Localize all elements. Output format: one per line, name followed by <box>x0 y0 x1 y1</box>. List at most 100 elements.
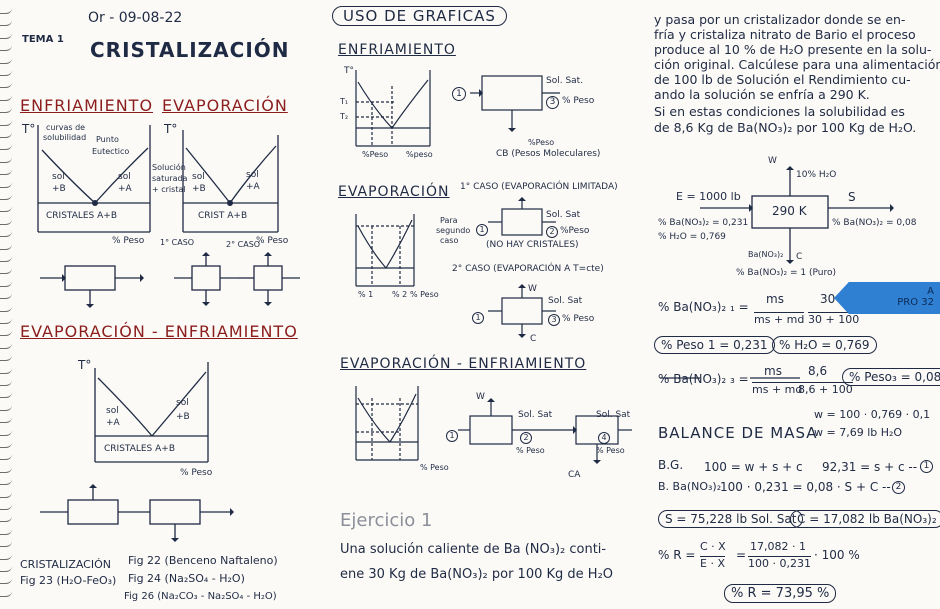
legend-fig22: Fig 22 (Benceno Naftaleno) <box>128 554 278 567</box>
w-calc2: w = 7,69 lb H₂O <box>814 426 903 439</box>
heading-uso-graficas: USO DE GRAFICAS <box>332 6 507 26</box>
para-label: Para <box>440 216 458 225</box>
d-e-h2o: % H₂O = 0,769 <box>658 232 726 242</box>
v-x1: % 1 <box>358 290 374 299</box>
g1-eutectico: Eutectico <box>92 147 130 156</box>
binding-coil <box>0 244 12 250</box>
binding-coil <box>0 355 12 362</box>
binding-coil <box>0 492 12 498</box>
g1-saturada: saturada <box>152 174 188 183</box>
problem-p2: fría y cristaliza nitrato de Bario el pr… <box>654 27 916 42</box>
bg-eq2: 92,31 = s + c -- <box>822 460 918 474</box>
problem-p3: produce al 10 % de H₂O presente en la so… <box>654 42 932 57</box>
binding-coil <box>0 454 12 461</box>
caso1-title: 1° CASO (EVAPORACIÓN LIMITADA) <box>460 182 618 192</box>
e-cb-peso: %Peso <box>528 138 555 147</box>
binding-coil <box>0 157 12 163</box>
binding-coil <box>0 417 12 424</box>
binding-coil <box>0 45 12 52</box>
v-peso: %Peso <box>560 226 590 236</box>
eq1-den2: 30 + 100 <box>808 312 860 326</box>
binding-coil <box>0 33 12 39</box>
problem-p5: de 100 lb de Solución el Rendimiento cu- <box>654 72 911 87</box>
r-lhs: % R = <box>658 548 696 562</box>
bg-eq-number: 1 <box>920 460 933 473</box>
e-stream-3: 3 <box>546 96 559 109</box>
heading-enfriamiento: ENFRIAMIENTO <box>20 96 154 115</box>
binding-coil <box>0 206 12 213</box>
g2-caso2: 2° CASO <box>226 240 261 249</box>
r-num: C · X <box>700 540 726 553</box>
binding-coil <box>0 566 12 572</box>
eq3-num: ms <box>764 364 782 378</box>
binding-coil <box>0 343 12 349</box>
e-stream-1: 1 <box>452 87 466 101</box>
tab-line-1: A <box>927 286 934 297</box>
problem-p7: Si en estas condiciones la solubilidad e… <box>654 104 905 119</box>
c2-peso: % Peso <box>562 314 595 324</box>
binding-coil <box>0 318 12 324</box>
g1-plus-a: +A <box>118 184 132 194</box>
binding-coil <box>0 392 12 399</box>
g1-cristales: CRISTALES A+B <box>46 211 118 221</box>
v-stream-2: 2 <box>546 226 558 238</box>
c2-solsat: Sol. Sat <box>548 296 583 306</box>
binding-coil <box>0 554 12 560</box>
eq3-lhs: % Ba(NO₃)₂ ₃ = <box>658 372 749 386</box>
binding-coil <box>0 256 12 262</box>
binding-coil <box>0 281 12 287</box>
bb-eq-number: 2 <box>892 481 905 494</box>
eq3-den2: 8,6 + 100 <box>798 382 853 396</box>
binding-coil <box>0 529 12 535</box>
g3-plus-b: +B <box>176 412 190 422</box>
heading-evap-enf: EVAPORACIÓN - ENFRIAMIENTO <box>20 322 298 341</box>
problem-p6: ando la solución se enfría a 290 K. <box>654 87 870 102</box>
pill-peso3: % Peso₃ = 0,08 <box>842 368 940 386</box>
ee-solsat2: Sol. Sat <box>596 410 631 420</box>
segundo-label: segundo <box>436 226 471 235</box>
ee-stream-4: 4 <box>598 432 610 444</box>
e-x1-label: %Peso <box>362 150 389 159</box>
r-eq: = <box>736 548 747 562</box>
pill-h2o: % H₂O = 0,769 <box>772 336 877 354</box>
ee-solsat1: Sol. Sat <box>518 410 553 420</box>
binding-coil <box>0 8 12 14</box>
v-x3: % Peso <box>410 290 439 299</box>
binding-coil <box>0 144 12 151</box>
g1-t-axis-label: T° <box>22 122 36 136</box>
e-peso3: % Peso <box>562 96 595 106</box>
binding-coil <box>0 306 12 312</box>
g3-cristales: CRISTALES A+B <box>104 444 176 454</box>
e-t-label: T° <box>344 66 354 76</box>
binding-coil <box>0 430 12 436</box>
bg-lhs: B.G. <box>658 458 684 472</box>
binding-coil <box>0 293 12 300</box>
binding-coil <box>0 132 12 138</box>
ee-peso2: % Peso <box>516 446 545 455</box>
g1-curvas: curvas de <box>46 123 86 132</box>
binding-coil <box>0 591 12 597</box>
binding-coil <box>0 380 12 386</box>
v-solsat: Sol. Sat <box>546 210 581 220</box>
g2-t-axis-label: T° <box>164 122 178 136</box>
binding-coil <box>0 467 12 473</box>
bg-eq: 100 = w + s + c <box>704 460 803 474</box>
binding-coil <box>0 442 12 448</box>
binding-coil <box>0 95 12 101</box>
binding-coil <box>0 516 12 523</box>
legend-cristalizacion: CRISTALIZACIÓN <box>20 558 111 571</box>
d-e-ba: % Ba(NO₃)₂ = 0,231 <box>658 218 749 228</box>
binding-coil <box>0 479 12 486</box>
ee-stream-2: 2 <box>520 432 532 444</box>
legend-fig24: Fig 24 (Na₂SO₄ - H₂O) <box>128 572 245 585</box>
ee-stream-1: 1 <box>446 430 458 442</box>
binding-coil <box>0 504 12 510</box>
g1-sol-b: sol <box>52 172 65 182</box>
g1-sol-a: sol <box>118 172 131 182</box>
pill-c-result: C = 17,082 lb Ba(NO₃)₂ <box>790 510 940 528</box>
g1-solucion: Solución <box>152 163 186 172</box>
r-den2: 100 · 0,231 <box>748 556 811 570</box>
r-tail: · 100 % <box>814 548 860 562</box>
